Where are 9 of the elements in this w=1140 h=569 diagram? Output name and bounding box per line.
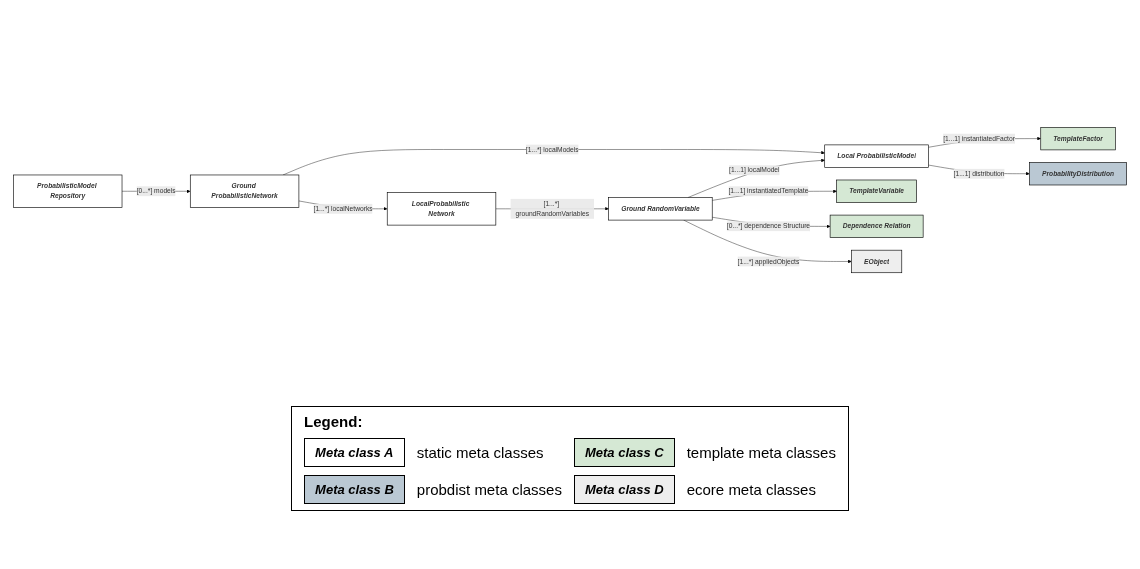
legend-text: ecore meta classes bbox=[686, 481, 817, 498]
legend-text: static meta classes bbox=[416, 444, 545, 461]
legend-swatch: Meta class D bbox=[573, 475, 675, 504]
legend-swatch: Meta class A bbox=[304, 438, 405, 467]
legend-text: template meta classes bbox=[686, 444, 836, 461]
legend-text: probdist meta classes bbox=[416, 481, 562, 498]
legend-swatch: Meta class C bbox=[573, 438, 675, 467]
legend-swatch: Meta class B bbox=[304, 475, 405, 504]
legend-title: Legend: bbox=[304, 413, 364, 430]
